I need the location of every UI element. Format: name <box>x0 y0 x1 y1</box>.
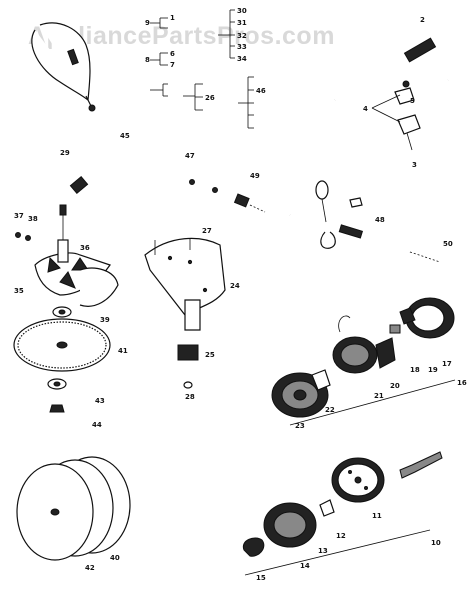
callout-35: 35 <box>14 287 24 295</box>
callout-4: 4 <box>363 105 368 113</box>
blade-washer[interactable] <box>15 232 72 318</box>
callout-34: 34 <box>237 55 247 63</box>
drive-shaft-tube[interactable] <box>69 157 266 213</box>
callout-47: 47 <box>185 152 195 160</box>
hanger-ring[interactable] <box>315 180 329 223</box>
handle-bar[interactable] <box>334 37 453 102</box>
callout-30: 30 <box>237 7 247 15</box>
callout-37: 37 <box>14 212 24 220</box>
callout-23: 23 <box>295 422 305 430</box>
callout-43: 43 <box>95 397 105 405</box>
callout-22: 22 <box>325 406 335 414</box>
callout-21: 21 <box>374 392 384 400</box>
kit-group-tree <box>150 9 254 129</box>
callout-46: 46 <box>256 87 266 95</box>
callout-49: 49 <box>250 172 260 180</box>
callout-15: 15 <box>256 574 266 582</box>
callout-20: 20 <box>390 382 400 390</box>
line-head-cap[interactable] <box>331 457 385 503</box>
gear-head[interactable] <box>34 204 119 307</box>
callout-41: 41 <box>118 347 128 355</box>
callout-5: 5 <box>410 97 415 105</box>
callout-44: 44 <box>92 421 102 429</box>
shoulder-strap[interactable] <box>31 22 96 112</box>
callout-3: 3 <box>412 161 417 169</box>
callout-27: 27 <box>202 227 212 235</box>
engine-shaft[interactable] <box>289 212 441 263</box>
callout-31: 31 <box>237 19 247 27</box>
callout-48: 48 <box>375 216 385 224</box>
callout-19: 19 <box>428 366 438 374</box>
screw[interactable] <box>349 197 363 208</box>
spool[interactable] <box>332 315 396 374</box>
handle-clamp[interactable] <box>371 80 421 151</box>
callout-45: 45 <box>120 132 130 140</box>
blade-guard[interactable] <box>144 237 226 331</box>
callout-17: 17 <box>442 360 452 368</box>
callout-13: 13 <box>318 547 328 555</box>
callout-7: 7 <box>170 61 175 69</box>
callout-8: 8 <box>145 56 150 64</box>
trimmer-head[interactable] <box>271 369 331 418</box>
callout-33: 33 <box>237 43 247 51</box>
callout-38: 38 <box>28 215 38 223</box>
spool-housing[interactable] <box>389 297 455 339</box>
blade-nut[interactable] <box>47 378 67 413</box>
callout-9: 9 <box>145 19 150 27</box>
drive-bolt[interactable] <box>399 451 443 479</box>
callout-32: 32 <box>237 32 247 40</box>
callout-16: 16 <box>457 379 467 387</box>
guard-clamp[interactable] <box>177 344 199 389</box>
bump-knob[interactable] <box>242 537 265 557</box>
blade-stack[interactable] <box>16 456 131 561</box>
callout-28: 28 <box>185 393 195 401</box>
callout-25: 25 <box>205 351 215 359</box>
callout-29: 29 <box>60 149 70 157</box>
callout-36: 36 <box>80 244 90 252</box>
callout-2: 2 <box>420 16 425 24</box>
callout-40: 40 <box>110 554 120 562</box>
line-head-spool[interactable] <box>263 499 335 548</box>
saw-blade[interactable] <box>13 318 111 372</box>
callout-18: 18 <box>410 366 420 374</box>
assembly-bracket-lower <box>244 529 431 576</box>
callout-42: 42 <box>85 564 95 572</box>
callout-11: 11 <box>372 512 382 520</box>
callout-39: 39 <box>100 316 110 324</box>
callout-6: 6 <box>170 50 175 58</box>
callout-24: 24 <box>230 282 240 290</box>
callout-14: 14 <box>300 562 310 570</box>
callout-1: 1 <box>170 14 175 22</box>
callout-labels: 1 2 3 4 5 6 7 8 9 10 11 12 13 14 15 16 1… <box>14 7 467 582</box>
callout-10: 10 <box>431 539 441 547</box>
assembly-bracket <box>289 379 456 426</box>
callout-50: 50 <box>443 240 453 248</box>
callout-26: 26 <box>205 94 215 102</box>
callout-12: 12 <box>336 532 346 540</box>
